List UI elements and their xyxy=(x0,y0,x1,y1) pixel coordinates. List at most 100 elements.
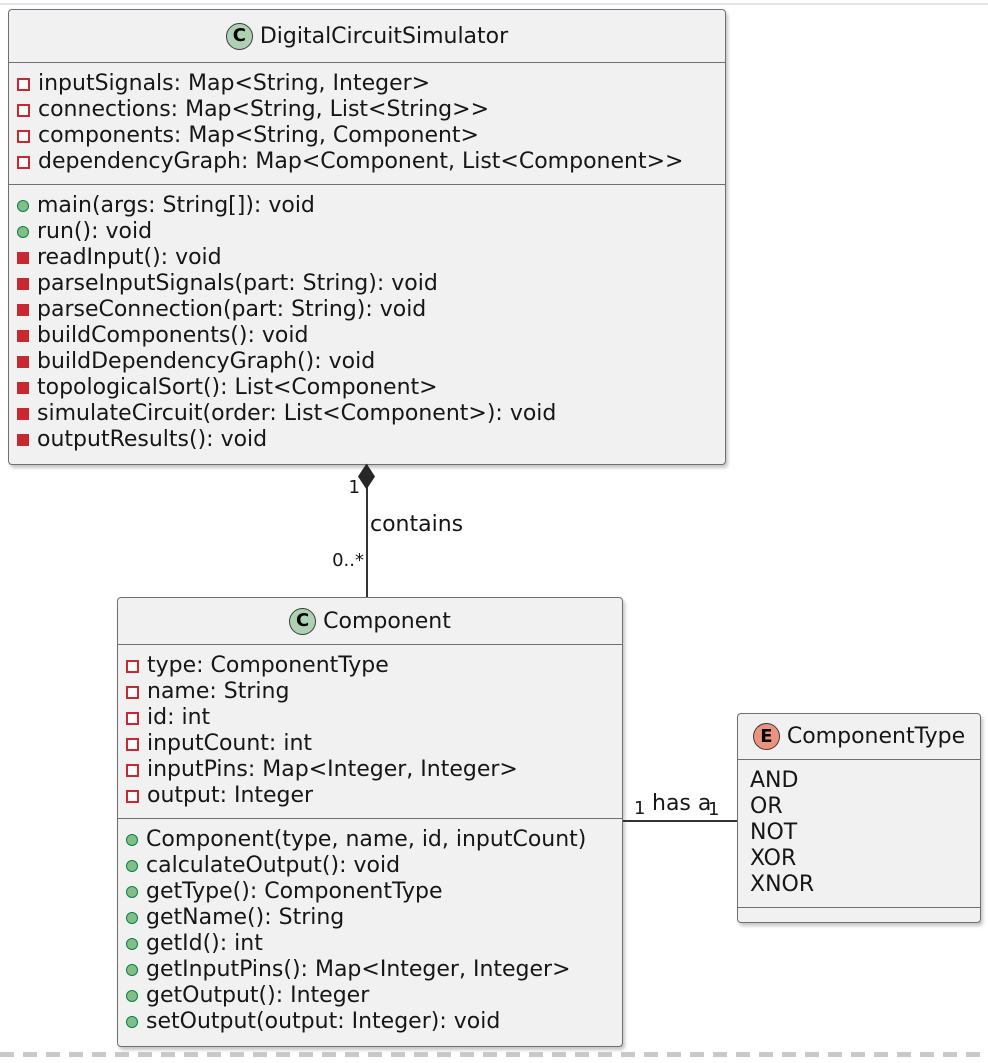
enum-empty-compartment xyxy=(738,907,980,922)
method-row: calculateOutput(): void xyxy=(124,853,614,879)
attribute-row: inputCount: int xyxy=(124,731,614,757)
visibility-icon xyxy=(17,155,30,169)
method-text: outputResults(): void xyxy=(37,427,268,452)
method-row: setOutput(output: Integer): void xyxy=(124,1009,614,1035)
visibility-icon xyxy=(126,834,138,846)
method-text: parseConnection(part: String): void xyxy=(37,297,427,322)
visibility-icon xyxy=(17,129,30,143)
enum-value-text: AND xyxy=(750,768,799,793)
attribute-row: components: Map<String, Component> xyxy=(15,123,717,149)
attribute-text: id: int xyxy=(147,705,211,730)
enum-value-row: NOT xyxy=(744,820,972,846)
edge-contains-mult-from: 1 xyxy=(348,477,360,498)
enum-value-row: XOR xyxy=(744,846,972,872)
visibility-icon xyxy=(17,434,29,446)
method-row: buildComponents(): void xyxy=(15,323,717,349)
attribute-row: name: String xyxy=(124,679,614,705)
method-row: outputResults(): void xyxy=(15,427,717,453)
method-row: parseInputSignals(part: String): void xyxy=(15,271,717,297)
method-text: main(args: String[]): void xyxy=(37,193,315,218)
method-text: run(): void xyxy=(37,219,153,244)
visibility-icon xyxy=(17,356,29,368)
method-text: getInputPins(): Map<Integer, Integer> xyxy=(146,957,571,982)
method-row: run(): void xyxy=(15,219,717,245)
visibility-icon xyxy=(126,912,138,924)
visibility-icon xyxy=(126,659,139,673)
attribute-text: inputSignals: Map<String, Integer> xyxy=(38,71,431,96)
edge-hasa-line xyxy=(623,820,738,822)
attributes-compartment: type: ComponentType name: String id: int… xyxy=(118,644,622,818)
edge-hasa-label: has a xyxy=(652,791,712,816)
method-row: topologicalSort(): List<Component> xyxy=(15,375,717,401)
attribute-row: dependencyGraph: Map<Component, List<Com… xyxy=(15,149,717,175)
enum-value-row: AND xyxy=(744,768,972,794)
methods-compartment: Component(type, name, id, inputCount) ca… xyxy=(118,818,622,1046)
page-top-rule xyxy=(0,3,988,5)
edge-contains-mult-to: 0..* xyxy=(332,550,364,571)
attributes-compartment: inputSignals: Map<String, Integer> conne… xyxy=(9,62,725,184)
method-text: getType(): ComponentType xyxy=(146,879,443,904)
method-text: calculateOutput(): void xyxy=(146,853,401,878)
attribute-text: type: ComponentType xyxy=(147,653,389,678)
class-title-bar: C DigitalCircuitSimulator xyxy=(9,10,725,62)
enum-value-text: XOR xyxy=(750,846,797,871)
method-row: getInputPins(): Map<Integer, Integer> xyxy=(124,957,614,983)
visibility-icon xyxy=(126,711,139,725)
composition-diamond-icon xyxy=(358,463,375,490)
attribute-text: output: Integer xyxy=(147,783,314,808)
visibility-icon xyxy=(17,103,30,117)
visibility-icon xyxy=(126,860,138,872)
method-text: simulateCircuit(order: List<Component>):… xyxy=(37,401,557,426)
edge-contains-line xyxy=(366,465,368,597)
attribute-row: id: int xyxy=(124,705,614,731)
edge-contains-label: contains xyxy=(370,512,464,537)
method-row: Component(type, name, id, inputCount) xyxy=(124,827,614,853)
visibility-icon xyxy=(126,964,138,976)
method-text: topologicalSort(): List<Component> xyxy=(37,375,438,400)
method-row: parseConnection(part: String): void xyxy=(15,297,717,323)
attribute-text: inputCount: int xyxy=(147,731,313,756)
visibility-icon xyxy=(17,226,29,238)
method-row: simulateCircuit(order: List<Component>):… xyxy=(15,401,717,427)
visibility-icon xyxy=(126,1016,138,1028)
method-text: getName(): String xyxy=(146,905,345,930)
attribute-text: inputPins: Map<Integer, Integer> xyxy=(147,757,518,782)
class-node-component: C Component type: ComponentType name: St… xyxy=(117,597,623,1047)
attribute-row: inputPins: Map<Integer, Integer> xyxy=(124,757,614,783)
class-title-bar: C Component xyxy=(118,598,622,644)
enum-title-bar: E ComponentType xyxy=(738,714,980,759)
enum-icon: E xyxy=(752,723,780,750)
method-row: getId(): int xyxy=(124,931,614,957)
class-icon: C xyxy=(289,607,317,635)
visibility-icon xyxy=(126,990,138,1002)
method-row: readInput(): void xyxy=(15,245,717,271)
page-break-dashed-line xyxy=(0,1052,988,1057)
method-text: getId(): int xyxy=(146,931,263,956)
visibility-icon xyxy=(126,938,138,950)
visibility-icon xyxy=(17,408,29,420)
visibility-icon xyxy=(17,200,29,212)
visibility-icon xyxy=(126,886,138,898)
enum-name: ComponentType xyxy=(786,724,966,749)
attribute-text: components: Map<String, Component> xyxy=(38,123,479,148)
attribute-text: name: String xyxy=(147,679,290,704)
attribute-row: output: Integer xyxy=(124,783,614,809)
enum-value-text: XNOR xyxy=(750,872,815,897)
attribute-row: inputSignals: Map<String, Integer> xyxy=(15,71,717,97)
method-row: main(args: String[]): void xyxy=(15,193,717,219)
enum-value-text: OR xyxy=(750,794,783,819)
enum-node-componenttype: E ComponentType AND OR NOT XOR XNOR xyxy=(737,713,981,923)
edge-hasa-mult-from: 1 xyxy=(634,798,646,819)
class-icon: C xyxy=(225,22,253,50)
method-row: getOutput(): Integer xyxy=(124,983,614,1009)
visibility-icon xyxy=(17,330,29,342)
enum-value-text: NOT xyxy=(750,820,798,845)
methods-compartment: main(args: String[]): void run(): void r… xyxy=(9,184,725,464)
attribute-row: type: ComponentType xyxy=(124,653,614,679)
enum-value-row: OR xyxy=(744,794,972,820)
method-text: getOutput(): Integer xyxy=(146,983,370,1008)
attribute-text: dependencyGraph: Map<Component, List<Com… xyxy=(38,149,684,174)
visibility-icon xyxy=(126,763,139,777)
visibility-icon xyxy=(126,737,139,751)
enum-values-compartment: AND OR NOT XOR XNOR xyxy=(738,759,980,907)
